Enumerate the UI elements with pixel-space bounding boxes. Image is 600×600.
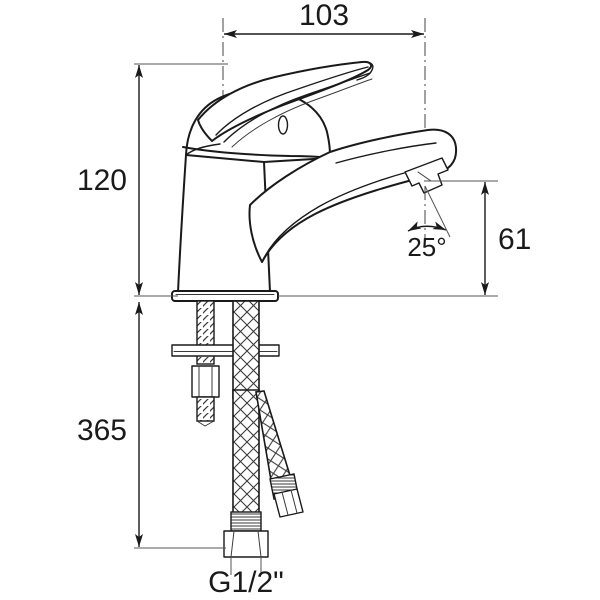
hose-nut-lower-edge-2 — [257, 530, 262, 558]
spout — [248, 128, 458, 263]
index-plug — [277, 115, 289, 135]
housing-left-flank — [185, 143, 221, 156]
braided-hose-front — [232, 389, 260, 519]
dim-103-label: 103 — [299, 0, 349, 32]
thread-size-label: G1/2" — [208, 566, 284, 599]
mounting-nut — [191, 365, 220, 398]
base-plate — [171, 290, 279, 302]
braided-hose-angled — [255, 390, 294, 487]
braided-hose-rear — [232, 300, 260, 399]
lever-handle — [197, 60, 373, 142]
lever-contour-line-2 — [223, 72, 371, 143]
hose-nut-angled — [273, 488, 304, 518]
extension-lines — [134, 63, 498, 575]
dimension-61: 61 — [481, 182, 531, 295]
lever-contour-line-3 — [231, 78, 373, 148]
dim-365-label: 365 — [77, 414, 127, 447]
hose-nut-lower — [223, 530, 269, 558]
threaded-stud-lower — [196, 396, 215, 422]
dimension-365: 365 — [77, 302, 143, 547]
hose-nut-angled-edge-1 — [281, 491, 289, 516]
dimension-103: 103 — [224, 0, 424, 38]
dim-120-label: 120 — [77, 164, 127, 197]
callout-thread-size: G1/2" — [208, 566, 284, 599]
hose-nut-angled-edge-2 — [290, 489, 298, 514]
mounting-washer — [171, 344, 280, 357]
angle-second-leg — [424, 185, 451, 238]
hose-nut-lower-edge-1 — [230, 530, 235, 558]
dim-61-label: 61 — [498, 223, 531, 256]
hose-ferrule-lower — [230, 511, 262, 532]
undersink-assembly — [171, 300, 304, 558]
lever-contour-line-1 — [215, 66, 369, 136]
aerator-outlet — [404, 157, 449, 194]
dimension-25deg: 25° — [407, 185, 451, 262]
aerator-outlet-inner-line — [417, 171, 432, 182]
dim-25deg-label: 25° — [407, 232, 446, 262]
angle-arc — [407, 221, 447, 232]
faucet-assembly — [171, 60, 458, 302]
spout-upper-edge-line — [335, 142, 437, 164]
dimension-120: 120 — [77, 65, 143, 295]
threaded-stud-lower-tip — [196, 420, 215, 427]
lever-tip — [356, 61, 374, 81]
